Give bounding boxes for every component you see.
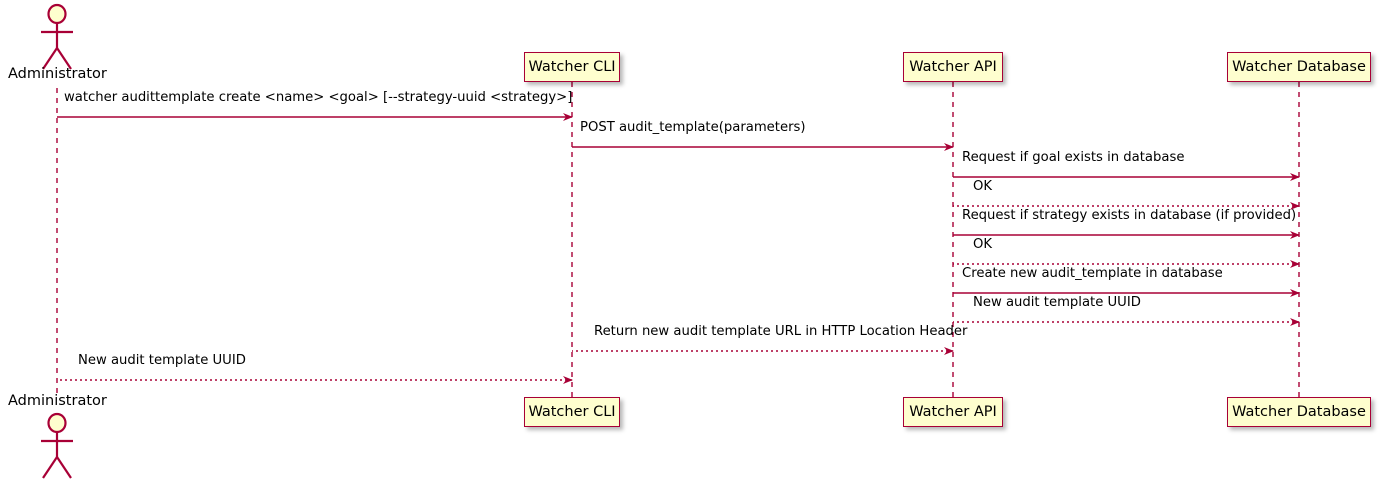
participant-label: Watcher Database [1232, 403, 1366, 420]
message-label-0: watcher audittemplate create <name> <goa… [64, 90, 573, 105]
message-label-6: Create new audit_template in database [962, 266, 1223, 281]
lifelines-group [56, 82, 1300, 397]
participant-watcher-api-top[interactable]: Watcher API [903, 52, 1003, 82]
participant-label: Watcher CLI [528, 403, 616, 420]
participant-label: Watcher CLI [528, 58, 616, 75]
actor-figures-group [41, 3, 73, 479]
participant-watcher-cli-top[interactable]: Watcher CLI [524, 52, 620, 82]
actor-figure-administrator-bottom[interactable] [41, 412, 73, 479]
participant-label: Watcher Database [1232, 58, 1366, 75]
message-label-7: New audit template UUID [973, 295, 1141, 310]
message-label-8: Return new audit template URL in HTTP Lo… [594, 324, 968, 339]
participant-label: Watcher API [909, 403, 997, 420]
message-label-4: Request if strategy exists in database (… [962, 208, 1297, 223]
participant-watcher-database-bottom[interactable]: Watcher Database [1227, 397, 1371, 427]
message-label-1: POST audit_template(parameters) [580, 120, 806, 135]
participant-watcher-api-bottom[interactable]: Watcher API [903, 397, 1003, 427]
message-label-5: OK [973, 237, 993, 252]
message-label-2: Request if goal exists in database [962, 150, 1185, 165]
participant-watcher-cli-bottom[interactable]: Watcher CLI [524, 397, 620, 427]
participant-watcher-database-top[interactable]: Watcher Database [1227, 52, 1371, 82]
actor-label-administrator-bottom: Administrator [8, 393, 107, 409]
message-label-3: OK [973, 179, 993, 194]
actor-figure-administrator-top[interactable] [41, 3, 73, 70]
message-arrows-group [57, 113, 1300, 384]
participant-label: Watcher API [909, 58, 997, 75]
message-label-9: New audit template UUID [78, 353, 246, 368]
actor-label-administrator-top: Administrator [8, 66, 107, 82]
